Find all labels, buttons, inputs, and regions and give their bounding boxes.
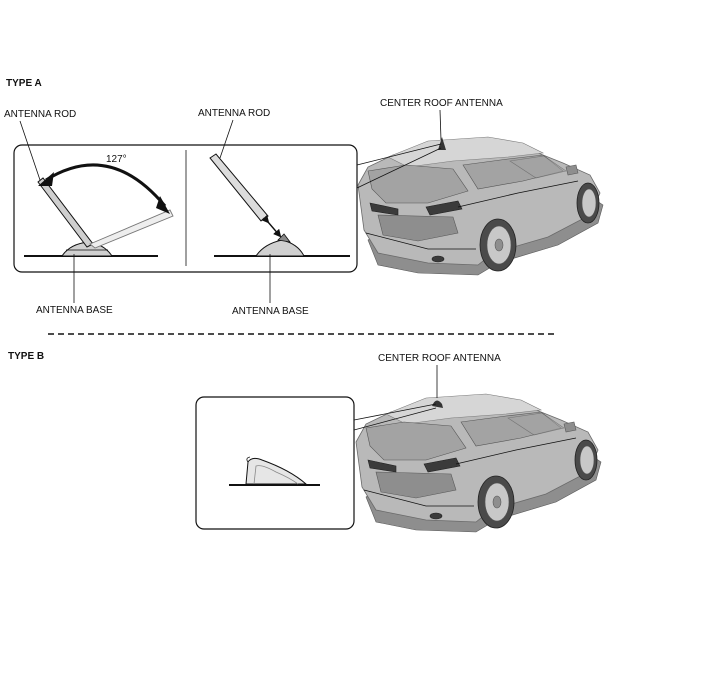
- type-a-right-base-label: ANTENNA BASE: [232, 306, 309, 317]
- type-a-heading: TYPE A: [6, 78, 42, 89]
- type-b-roof-antenna-marker: [432, 400, 443, 408]
- type-a-roof-antenna-marker: [438, 137, 446, 150]
- left-antenna-rod-folded: [89, 209, 174, 249]
- rotation-arc-arrow: [45, 163, 167, 207]
- type-b-heading: TYPE B: [8, 351, 44, 362]
- type-a-callout-line-bottom: [356, 147, 442, 189]
- type-a-left-base-label: ANTENNA BASE: [36, 305, 113, 316]
- type-b-car-illustration: [355, 393, 602, 533]
- type-a-left-rod-label: ANTENNA ROD: [4, 109, 76, 120]
- type-b-callout-line-top: [353, 403, 437, 421]
- type-a-car-illustration: [357, 136, 604, 276]
- rotation-angle-label: 127°: [106, 154, 127, 165]
- type-a-left-rod-leader: [19, 120, 41, 181]
- type-b-detail-box: [195, 396, 355, 530]
- type-a-center-roof-antenna-label: CENTER ROOF ANTENNA: [380, 98, 503, 109]
- type-a-center-roof-antenna-leader: [439, 109, 442, 141]
- removal-arrow: [261, 214, 282, 238]
- type-b-callout-line-bottom: [353, 407, 437, 431]
- type-a-right-rod-label: ANTENNA ROD: [198, 108, 270, 119]
- type-b-shark-fin-antenna: [229, 456, 320, 486]
- type-a-left-panel: 127°: [24, 154, 174, 257]
- type-b-center-roof-antenna-label: CENTER ROOF ANTENNA: [378, 353, 501, 364]
- type-a-right-rod-leader: [219, 119, 234, 159]
- type-a-callout-line-top: [356, 143, 442, 166]
- type-a-right-panel: [209, 153, 350, 257]
